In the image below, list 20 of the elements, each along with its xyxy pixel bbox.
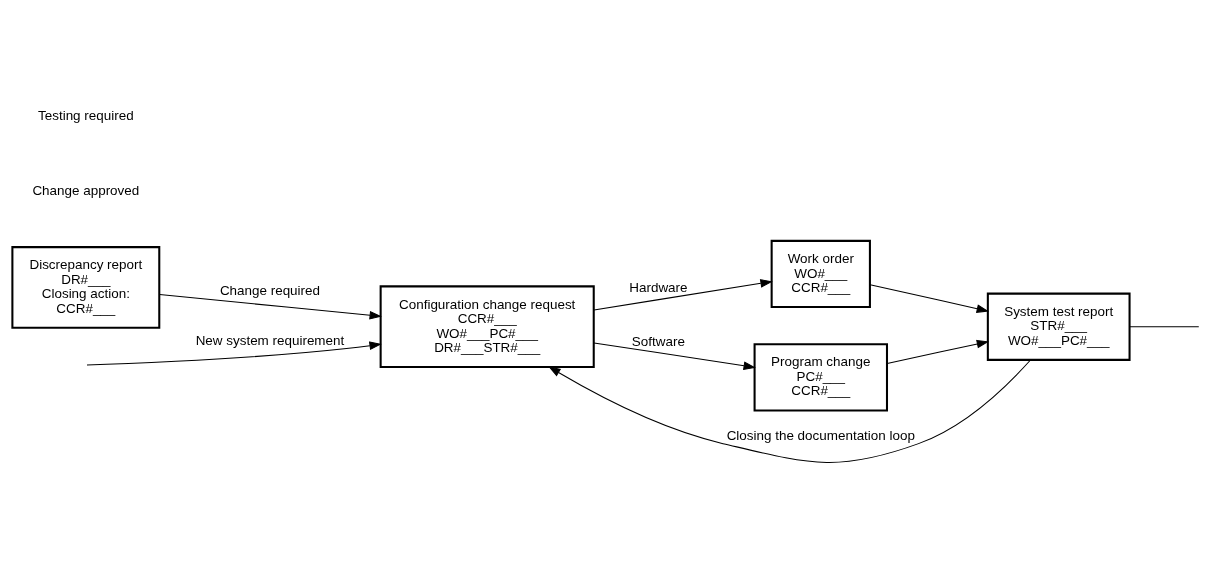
label: Change approved: [32, 182, 140, 198]
edge-label: Hardware: [629, 279, 688, 295]
edge-label: New system requirement: [195, 332, 345, 348]
arrow: [593, 342, 756, 371]
node-box: System test report STR#___ WO#___PC#___: [986, 292, 1131, 361]
arrow: [886, 339, 990, 364]
node-box: Program change PC#___ CCR#___: [753, 343, 889, 412]
edge-label: Closing the documentation loop: [726, 427, 915, 443]
connector: [1129, 326, 1200, 328]
edge-label: Software: [631, 333, 685, 349]
arrow: [86, 341, 382, 366]
node-box: Discrepancy report DR#___ Closing action: CCR#___: [11, 246, 161, 329]
label: Testing required: [38, 108, 134, 124]
arrow: [159, 294, 382, 320]
edge-label: Change required: [219, 283, 321, 299]
arrow: [548, 359, 1031, 463]
arrow: [593, 279, 773, 311]
node-box: Configuration change request CCR#___ WO#___PC#___ DR#___STR#___: [379, 285, 595, 369]
arrow: [869, 284, 990, 313]
node-box: Work order WO#___ CCR#___: [770, 239, 871, 309]
